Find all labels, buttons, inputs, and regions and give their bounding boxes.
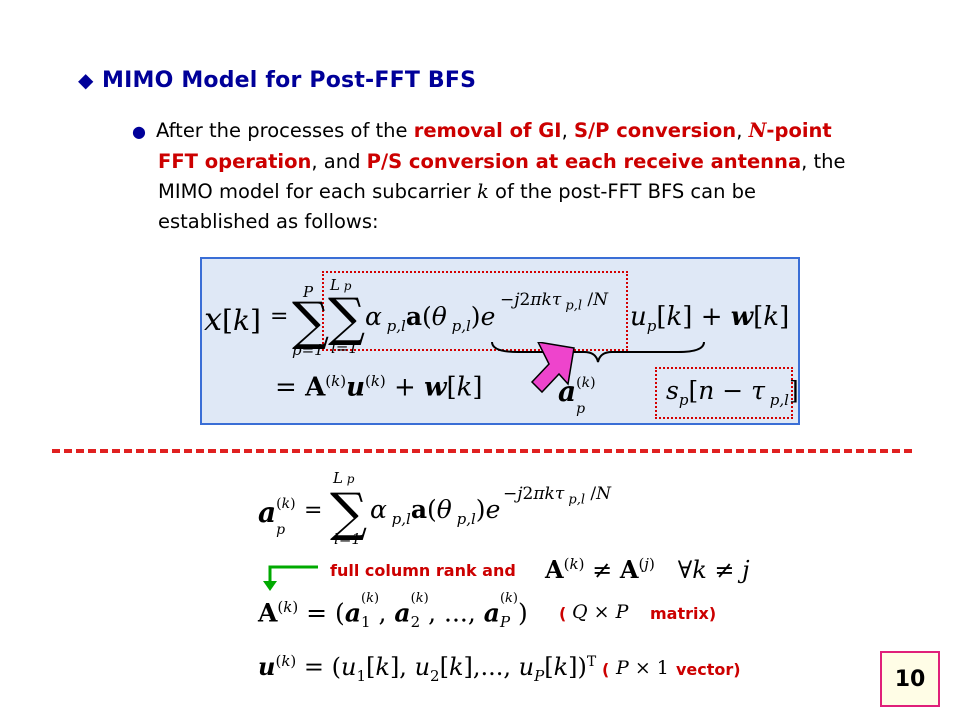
pointer-arrow-icon xyxy=(530,342,575,394)
distinct-condition: A(k) ≠ A(j) ∀k ≠ j xyxy=(545,555,750,584)
sum-symbol: ∑ xyxy=(292,292,330,352)
body-paragraph: ●After the processes of the removal of G… xyxy=(132,116,932,237)
diamond-bullet-icon: ◆ xyxy=(78,68,94,92)
body-line-1: ●After the processes of the removal of G… xyxy=(132,116,932,147)
highlight-box-symbol xyxy=(655,367,793,419)
matrix-label: matrix) xyxy=(650,604,717,623)
green-arrow-icon xyxy=(263,565,318,591)
slide-title: ◆MIMO Model for Post-FFT BFS xyxy=(78,68,477,93)
dashed-separator xyxy=(52,449,912,453)
page-number: 10 xyxy=(880,651,940,707)
matrix-size: Q × P xyxy=(572,601,629,623)
body-line-4: established as follows: xyxy=(158,210,379,233)
full-rank-note: full column rank and xyxy=(330,561,516,580)
delayed-symbol: sp[n − τ p,l] xyxy=(666,376,799,409)
body-line-3: MIMO model for each subcarrier k of the … xyxy=(158,180,757,203)
equation-steering-definition: a(k)p xyxy=(258,496,296,538)
vector-size: P × 1 xyxy=(616,657,669,679)
highlight-box-steering xyxy=(322,271,628,351)
steering-vector-label: a(k)p xyxy=(558,375,596,417)
equation-main-line-2: = A(k)u(k) + w[k] xyxy=(275,372,483,403)
equation-vector-definition: u(k) = (u1[k], u2[k],..., uP[k])T xyxy=(258,652,597,685)
sum-symbol: ∑ xyxy=(328,288,366,348)
body-line-2: FFT operation, and P/S conversion at eac… xyxy=(158,150,846,173)
equation-main-line-1: x[k] xyxy=(204,300,261,338)
sum-symbol: ∑ xyxy=(330,483,368,543)
round-bullet-icon: ● xyxy=(132,122,146,141)
equation-matrix-definition: A(k) = (a(k)1 , a(k)2 , ..., a(k)P ) xyxy=(258,591,528,632)
equation-box xyxy=(200,257,800,425)
vector-label: vector) xyxy=(676,660,741,679)
curly-brace-icon xyxy=(491,341,705,363)
